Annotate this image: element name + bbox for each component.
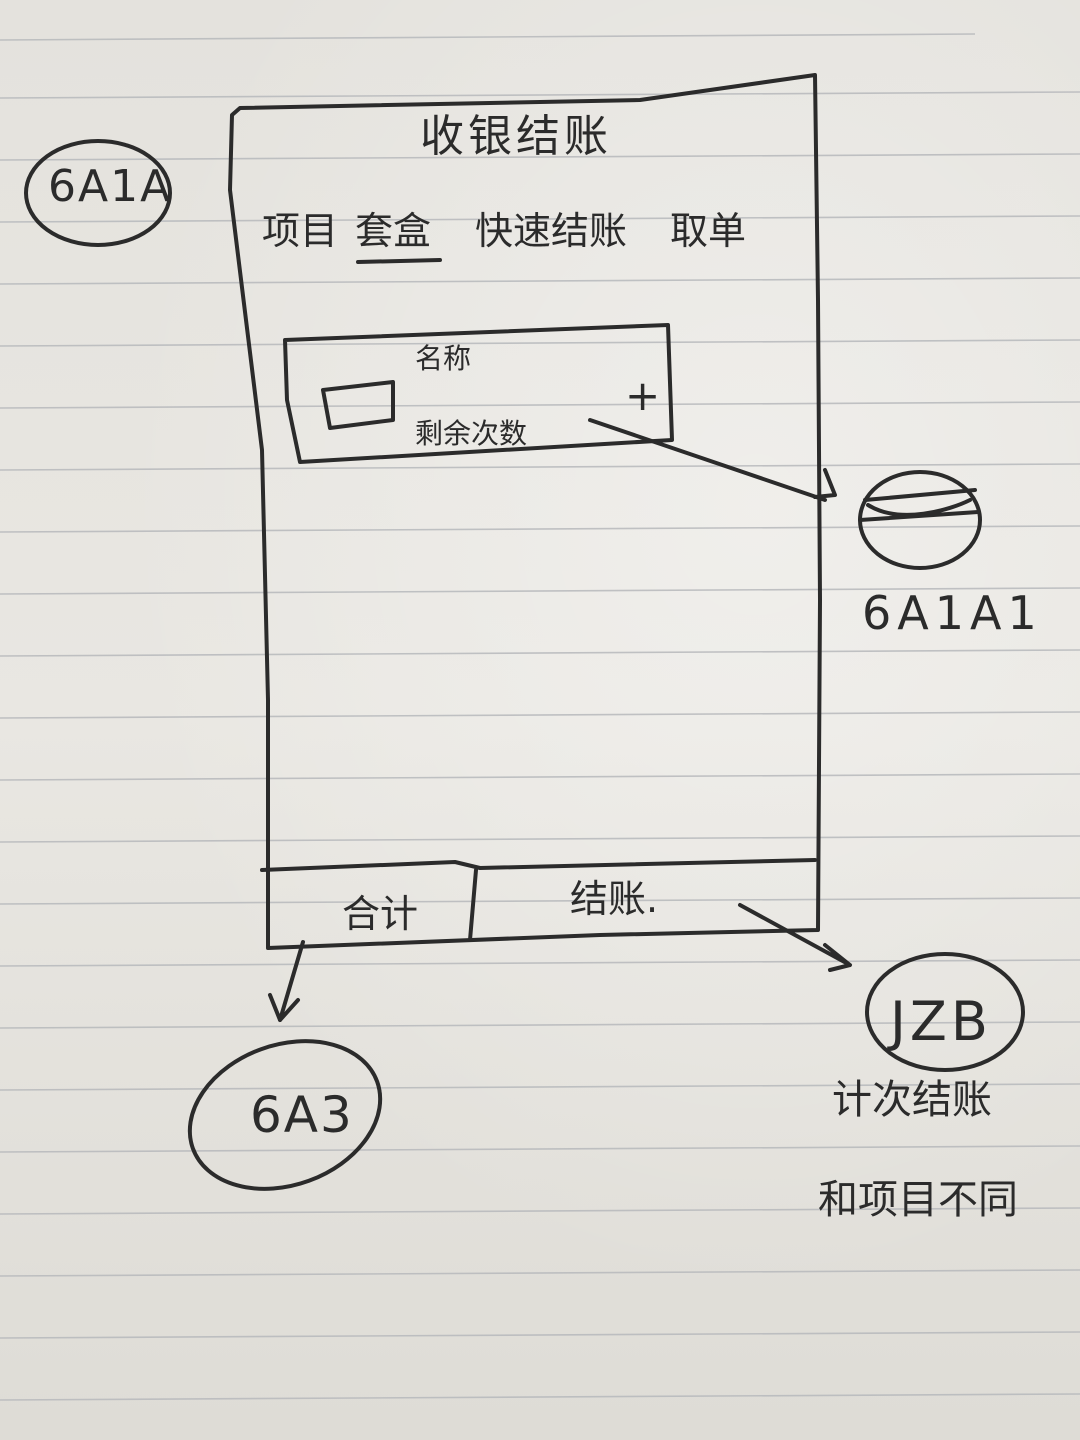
add-icon[interactable]: + [625, 371, 661, 420]
arrow-to-6a1a1 [588, 418, 837, 502]
total-target-label: 6A3 [250, 1086, 354, 1144]
circle-6a3 [187, 1039, 383, 1191]
card-target-label: 6A1A1 [862, 586, 1043, 640]
checkout-note-line2: 和项目不同 [818, 1177, 1018, 1223]
checkout-target-label: JZB [890, 990, 992, 1053]
footer-divider [260, 858, 817, 872]
ruled-lines [0, 33, 1080, 1401]
checkout-button[interactable]: 结账. [570, 877, 659, 921]
tab-items[interactable]: 项目 [262, 209, 339, 253]
tab-quick-checkout[interactable]: 快速结账 [475, 209, 628, 253]
checkout-note-line1: 计次结账 [832, 1077, 992, 1123]
phone-frame [228, 73, 822, 950]
tab-packages[interactable]: 套盒 [355, 209, 432, 253]
card-thumbnail [321, 380, 395, 430]
footer-separator [468, 868, 478, 942]
circle-6a1a [24, 139, 172, 247]
active-tab-underline [356, 258, 442, 264]
product-card [283, 323, 674, 464]
tab-retrieve-order[interactable]: 取单 [670, 209, 747, 253]
card-remaining-label: 剩余次数 [415, 417, 528, 450]
scribble-out-6a1a1 [858, 488, 980, 522]
arrow-to-jzb [738, 903, 852, 972]
arrow-to-6a3 [268, 940, 305, 1022]
total-button[interactable]: 合计 [342, 892, 419, 936]
card-name-label: 名称 [415, 342, 472, 375]
screen-id-label: 6A1A [48, 161, 173, 212]
circle-jzb [865, 952, 1025, 1072]
screen-title: 收银结账 [420, 111, 612, 162]
